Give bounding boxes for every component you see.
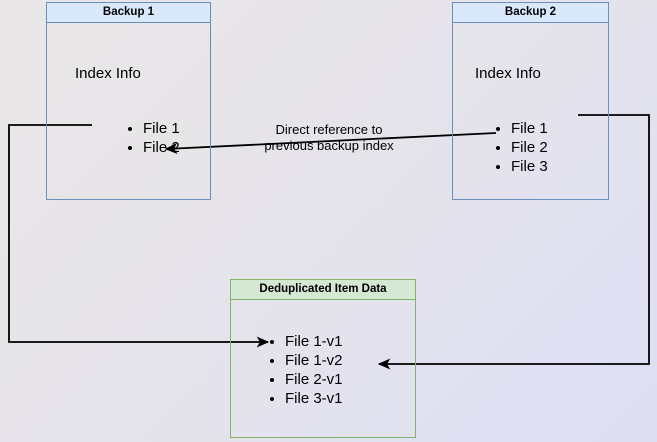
node-backup-1-body: Index Info File 1 File 2 <box>47 23 210 199</box>
edge-label-direct-reference: Direct reference to previous backup inde… <box>264 122 394 153</box>
node-backup-2-header: Backup 2 <box>453 3 608 23</box>
node-dedup-item-list: File 1-v1 File 1-v2 File 2-v1 File 3-v1 <box>269 332 343 408</box>
list-item: File 2-v1 <box>285 370 343 389</box>
node-backup-2-item-list: File 1 File 2 File 3 <box>495 119 548 176</box>
list-item: File 1-v2 <box>285 351 343 370</box>
list-item: File 1-v1 <box>285 332 343 351</box>
node-dedup-header: Deduplicated Item Data <box>231 280 415 300</box>
node-backup-1-subtitle: Index Info <box>75 65 141 82</box>
list-item: File 3-v1 <box>285 389 343 408</box>
node-backup-1[interactable]: Backup 1 Index Info File 1 File 2 <box>46 2 211 200</box>
node-backup-2[interactable]: Backup 2 Index Info File 1 File 2 File 3 <box>452 2 609 200</box>
node-deduplicated-item-data[interactable]: Deduplicated Item Data File 1-v1 File 1-… <box>230 279 416 438</box>
list-item: File 1 <box>143 119 180 138</box>
node-backup-2-subtitle: Index Info <box>475 65 541 82</box>
node-backup-1-header: Backup 1 <box>47 3 210 23</box>
node-backup-1-item-list: File 1 File 2 <box>127 119 180 157</box>
node-dedup-body: File 1-v1 File 1-v2 File 2-v1 File 3-v1 <box>231 300 415 437</box>
list-item: File 1 <box>511 119 548 138</box>
list-item: File 2 <box>143 138 180 157</box>
list-item: File 2 <box>511 138 548 157</box>
list-item: File 3 <box>511 157 548 176</box>
node-backup-2-body: Index Info File 1 File 2 File 3 <box>453 23 608 199</box>
